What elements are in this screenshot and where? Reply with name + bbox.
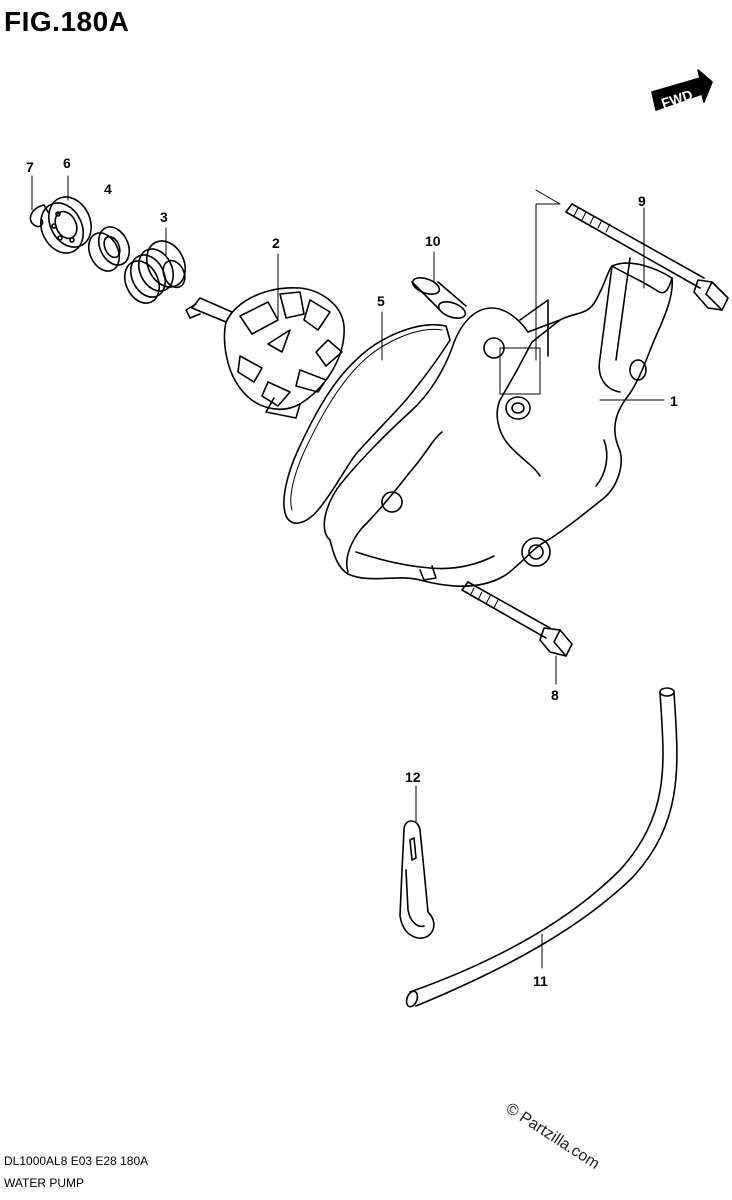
dowel-pin-part [411, 277, 467, 319]
reference-line [535, 189, 561, 361]
oil-seal-part [87, 226, 131, 272]
callout-7: 7 [26, 159, 34, 175]
footer-model-code: DL1000AL8 E03 E28 180A [4, 1154, 149, 1168]
short-bolt-part [461, 581, 573, 657]
impeller-part [185, 287, 345, 419]
hose-part [405, 687, 678, 1008]
o-ring-part [283, 324, 451, 524]
fwd-arrow-icon: FWD [651, 69, 713, 111]
callout-8: 8 [551, 687, 559, 703]
figure-title: FIG.180A [4, 6, 130, 37]
long-bolt-part [565, 203, 729, 311]
callout-12: 12 [405, 769, 421, 785]
callout-5: 5 [377, 293, 385, 309]
callout-2: 2 [272, 235, 280, 251]
callout-9: 9 [638, 193, 646, 209]
callout-4: 4 [104, 181, 112, 197]
callout-6: 6 [63, 155, 71, 171]
callout-3: 3 [160, 209, 168, 225]
callout-1: 1 [670, 393, 678, 409]
callout-10: 10 [425, 233, 441, 249]
footer-figure-name: WATER PUMP [4, 1176, 84, 1190]
bearing-part [40, 196, 92, 254]
mechanical-seal-part [123, 240, 187, 304]
hose-clamp-part [399, 820, 435, 939]
pump-cover-part [323, 257, 674, 588]
callout-11: 11 [533, 973, 548, 989]
leader-lines [31, 175, 665, 969]
